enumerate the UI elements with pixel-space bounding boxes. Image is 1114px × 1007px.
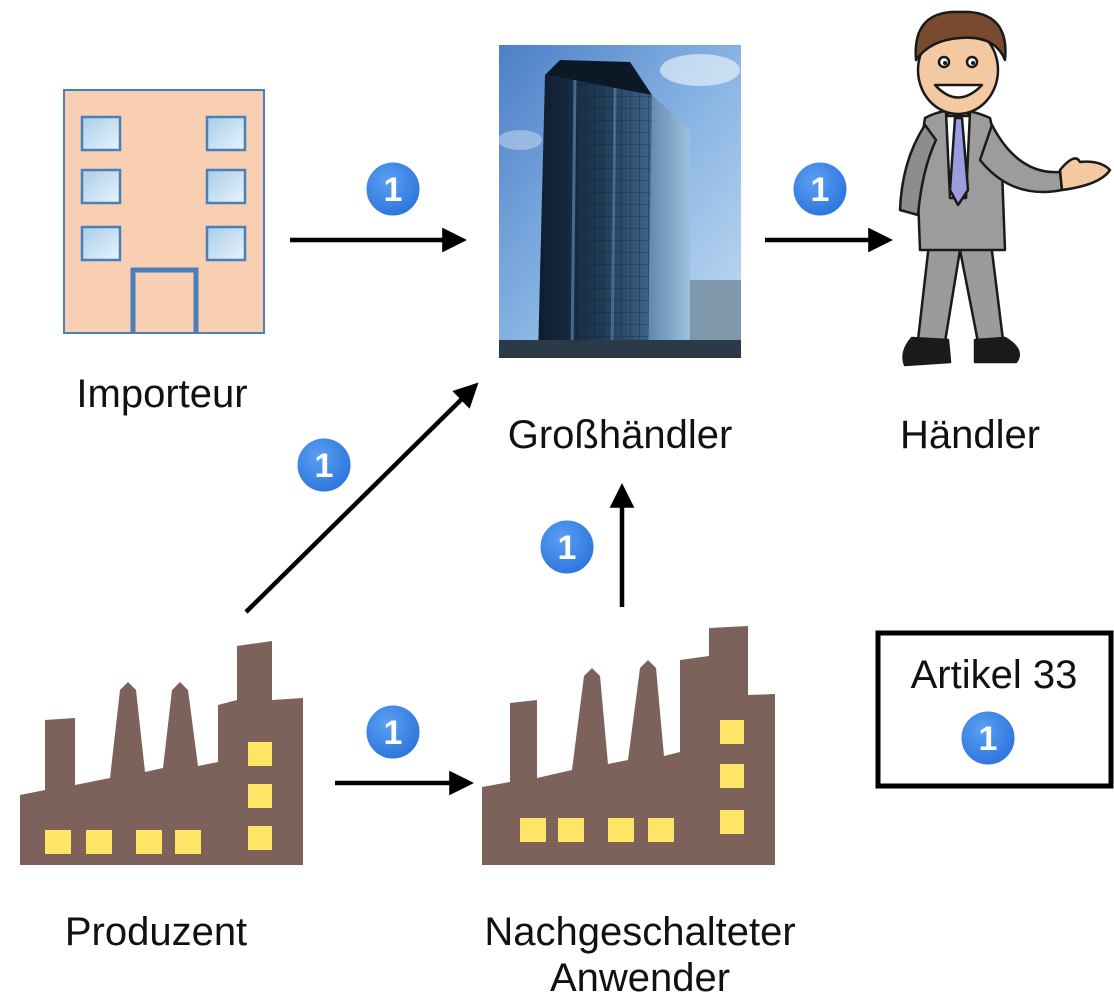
importer-label: Importeur [76, 372, 248, 416]
badge-importer-to-wholesaler: 1 [363, 159, 423, 219]
wholesaler-label: Großhändler [507, 413, 733, 457]
legend-box-badge: 1 [979, 720, 998, 758]
svg-text:1: 1 [811, 171, 830, 209]
retailer-label: Händler [899, 413, 1041, 457]
downstream-user-label-line2: Anwender [549, 956, 731, 1000]
downstream-user-factory-icon [482, 626, 775, 865]
badge-producer-to-wholesaler: 1 [294, 435, 354, 495]
svg-text:1: 1 [384, 171, 403, 209]
article-33-legend-box: Artikel 33 1 [875, 630, 1114, 789]
svg-text:1: 1 [384, 714, 403, 752]
producer-label: Produzent [64, 910, 248, 954]
downstream-user-label-line1: Nachgeschalteter [484, 910, 796, 954]
wholesaler-skyscraper-photo [498, 45, 741, 359]
badge-downstream-to-wholesaler: 1 [537, 517, 597, 577]
retailer-businessman-icon [898, 10, 1112, 367]
badge-wholesaler-to-retailer: 1 [790, 159, 850, 219]
svg-text:1: 1 [315, 447, 334, 485]
badge-producer-to-downstream: 1 [363, 702, 423, 762]
arrow-producer-to-wholesaler [244, 382, 479, 614]
importer-building-icon [63, 89, 265, 334]
producer-factory-icon [20, 641, 303, 865]
legend-box-title: Artikel 33 [911, 653, 1078, 697]
flow-arrows [244, 227, 893, 796]
svg-text:1: 1 [558, 529, 577, 567]
